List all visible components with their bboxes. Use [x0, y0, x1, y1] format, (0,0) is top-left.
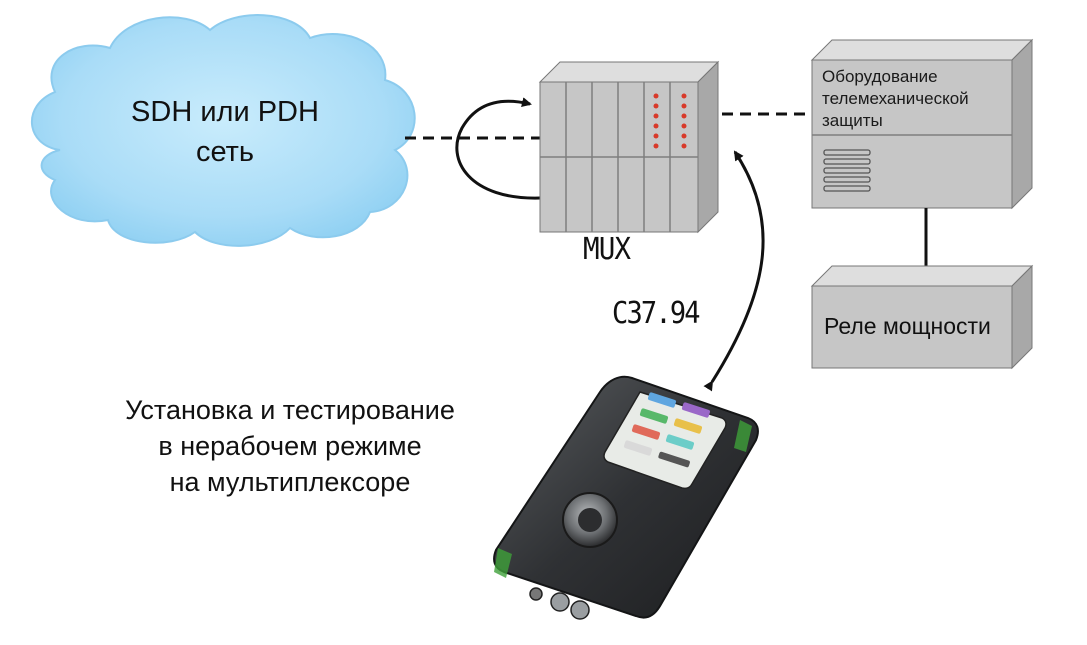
c3794-link-arrow	[703, 150, 765, 392]
caption-line2: в нерабочем режиме	[158, 431, 422, 461]
protection-equipment-box	[810, 38, 1034, 210]
network-label-line2: сеть	[195, 136, 255, 168]
diagram-caption: Установка и тестирование в нерабочем реж…	[60, 392, 520, 500]
caption-line1: Установка и тестирование	[125, 395, 455, 425]
power-relay-box	[810, 264, 1034, 370]
power-relay-label: Реле мощности	[824, 313, 991, 339]
mux-unit	[538, 60, 720, 234]
network-label-line1: SDH или PDH	[131, 96, 319, 128]
handheld-tester-icon	[493, 375, 759, 620]
protection-label-line3: защиты	[822, 111, 883, 130]
mux-status-leds	[653, 93, 687, 149]
protection-label-line2: телемеханической	[822, 89, 969, 108]
loopback-arrow	[455, 97, 541, 200]
protection-label-line1: Оборудование	[822, 67, 938, 86]
protection-equipment-label: Оборудование телемеханической защиты	[822, 66, 1012, 132]
vent-slots-icon	[823, 149, 871, 192]
mux-label: MUX	[583, 232, 631, 267]
caption-line3: на мультиплексоре	[169, 467, 411, 497]
network-cloud-label: SDH или PDH сеть	[30, 92, 420, 172]
protocol-label: C37.94	[612, 296, 701, 331]
